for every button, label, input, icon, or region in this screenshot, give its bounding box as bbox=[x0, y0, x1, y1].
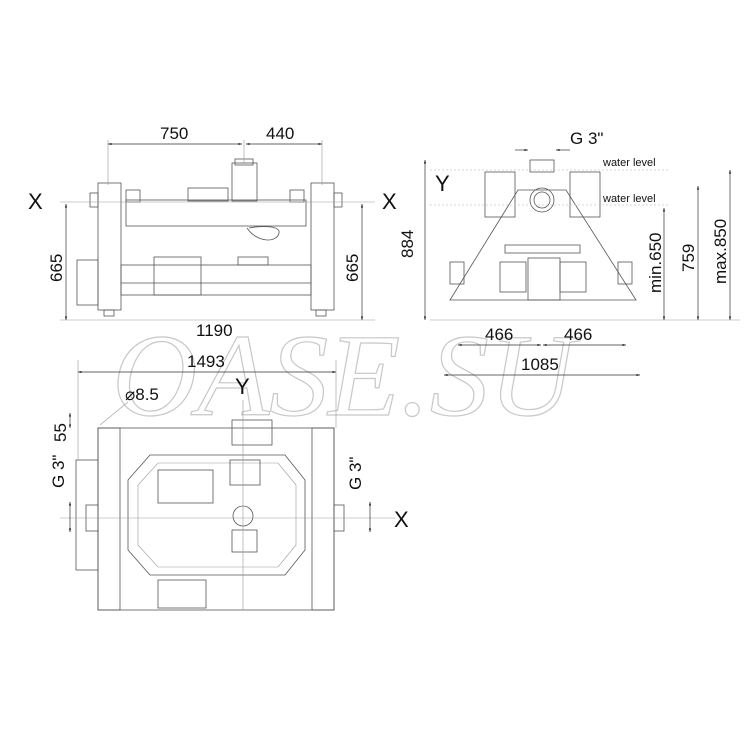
water-level-bottom: water level bbox=[602, 193, 656, 205]
dim-750: 750 bbox=[160, 124, 188, 143]
side-view: G 3" water level water level Y 884 min.6… bbox=[398, 129, 740, 377]
dim-466-right: 466 bbox=[564, 325, 592, 344]
dim-1085: 1085 bbox=[521, 355, 559, 374]
axis-x-right: X bbox=[382, 189, 397, 214]
level-759: 759 bbox=[679, 244, 698, 272]
height-665-right: 665 bbox=[343, 254, 362, 282]
inlet-g3-right: G 3" bbox=[346, 457, 365, 490]
offset-55: 55 bbox=[51, 423, 70, 442]
front-view: 750 440 X X 665 665 1190 bbox=[28, 124, 397, 340]
dim-440: 440 bbox=[266, 124, 294, 143]
width-1190: 1190 bbox=[196, 321, 233, 340]
min-650: min.650 bbox=[646, 233, 665, 293]
dim-466-left: 466 bbox=[485, 325, 513, 344]
height-665-left: 665 bbox=[47, 254, 66, 282]
max-850: max.850 bbox=[711, 219, 730, 284]
inlet-g3-side: G 3" bbox=[570, 129, 603, 148]
inlet-g3-left: G 3" bbox=[49, 455, 68, 488]
top-view: 1493 ⌀8.5 Y 55 G 3" G 3" X bbox=[49, 352, 409, 611]
axis-x-top: X bbox=[394, 507, 409, 532]
width-1493: 1493 bbox=[187, 352, 225, 371]
height-884: 884 bbox=[398, 230, 417, 258]
axis-x-left: X bbox=[28, 189, 43, 214]
water-level-top: water level bbox=[602, 157, 656, 169]
axis-y-side: Y bbox=[435, 171, 450, 196]
axis-y-top: Y bbox=[235, 374, 250, 399]
hole-diameter: ⌀8.5 bbox=[125, 385, 159, 404]
